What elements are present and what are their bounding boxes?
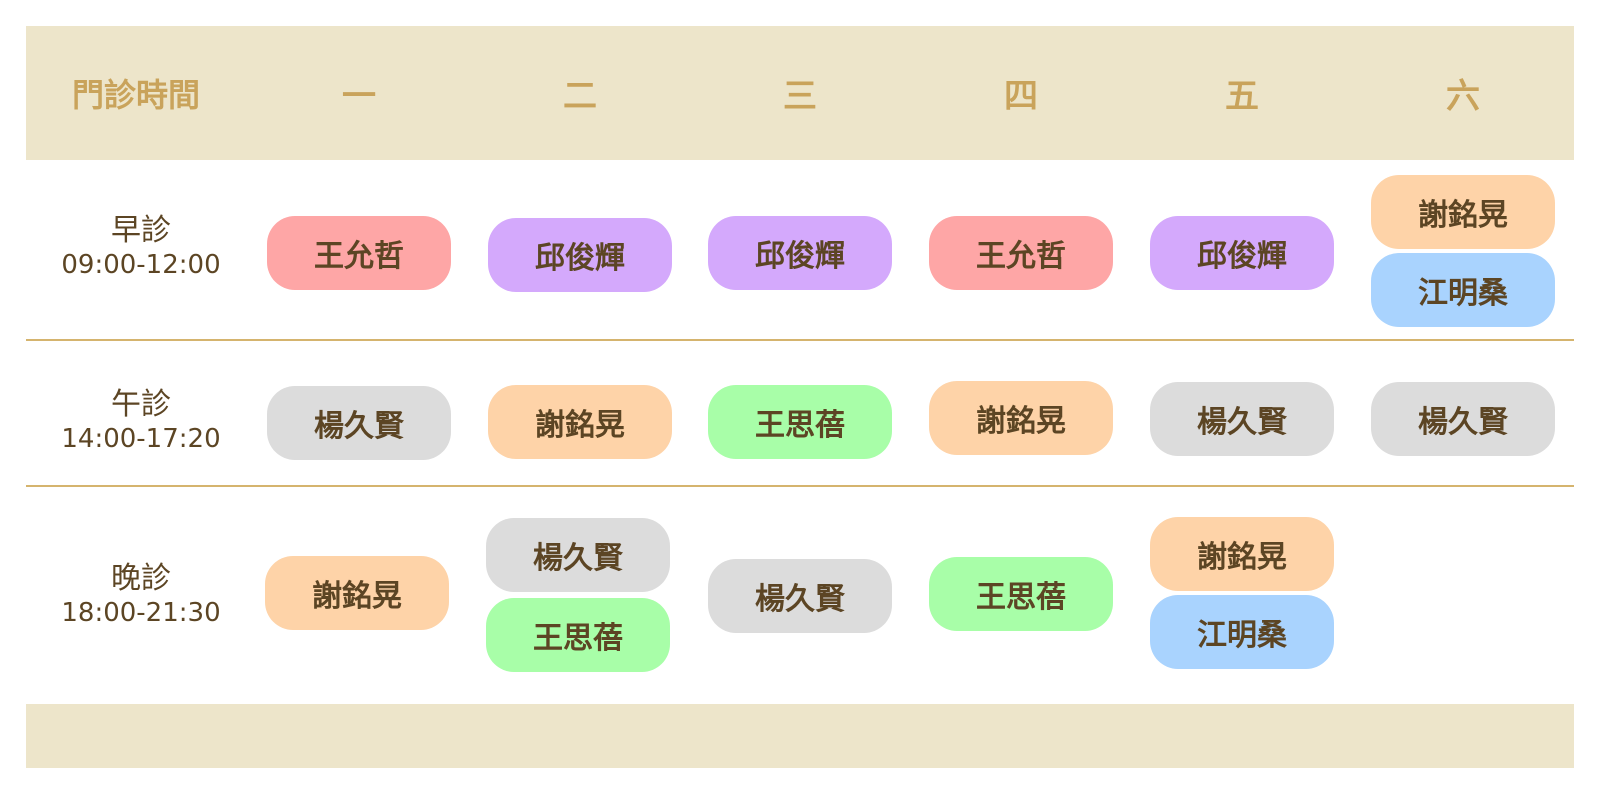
- doctor-pill[interactable]: 王允哲: [929, 216, 1113, 290]
- day-header-sat: 六: [1446, 76, 1480, 117]
- session-name: 早診: [111, 213, 171, 248]
- doctor-pill[interactable]: 江明桑: [1371, 253, 1555, 327]
- session-time: 09:00-12:00: [61, 250, 221, 280]
- doctor-pill[interactable]: 王思蓓: [708, 385, 892, 459]
- doctor-pill[interactable]: 邱俊輝: [488, 218, 672, 292]
- day-header-tue: 二: [563, 76, 597, 117]
- session-label-afternoon: 午診 14:00-17:20: [61, 387, 220, 455]
- day-header-mon: 一: [342, 76, 376, 117]
- doctor-pill[interactable]: 王允哲: [267, 216, 451, 290]
- doctor-pill[interactable]: 楊久賢: [708, 559, 892, 633]
- day-header-wed: 三: [783, 76, 817, 117]
- footer-band: [26, 704, 1574, 768]
- day-header-fri: 五: [1225, 76, 1259, 117]
- doctor-pill[interactable]: 楊久賢: [1150, 382, 1334, 456]
- day-header-thu: 四: [1004, 76, 1038, 117]
- doctor-pill[interactable]: 邱俊輝: [708, 216, 892, 290]
- doctor-pill[interactable]: 謝銘晃: [929, 381, 1113, 455]
- doctor-pill[interactable]: 謝銘晃: [1150, 517, 1334, 591]
- doctor-pill[interactable]: 邱俊輝: [1150, 216, 1334, 290]
- session-label-evening: 晚診 18:00-21:30: [61, 561, 220, 629]
- doctor-pill[interactable]: 楊久賢: [486, 518, 670, 592]
- doctor-pill[interactable]: 謝銘晃: [488, 385, 672, 459]
- corner-header: 門診時間: [71, 76, 201, 114]
- doctor-pill[interactable]: 楊久賢: [267, 386, 451, 460]
- doctor-pill[interactable]: 王思蓓: [486, 598, 670, 672]
- row-divider: [26, 485, 1574, 487]
- session-time: 14:00-17:20: [61, 424, 221, 454]
- session-label-morning: 早診 09:00-12:00: [61, 213, 220, 281]
- doctor-pill[interactable]: 謝銘晃: [1371, 175, 1555, 249]
- header-band: [26, 26, 1574, 160]
- session-name: 晚診: [111, 561, 171, 596]
- doctor-pill[interactable]: 謝銘晃: [265, 556, 449, 630]
- row-divider: [26, 339, 1574, 341]
- doctor-pill[interactable]: 楊久賢: [1371, 382, 1555, 456]
- doctor-pill[interactable]: 江明桑: [1150, 595, 1334, 669]
- session-time: 18:00-21:30: [61, 598, 221, 628]
- doctor-pill[interactable]: 王思蓓: [929, 557, 1113, 631]
- session-name: 午診: [111, 387, 171, 422]
